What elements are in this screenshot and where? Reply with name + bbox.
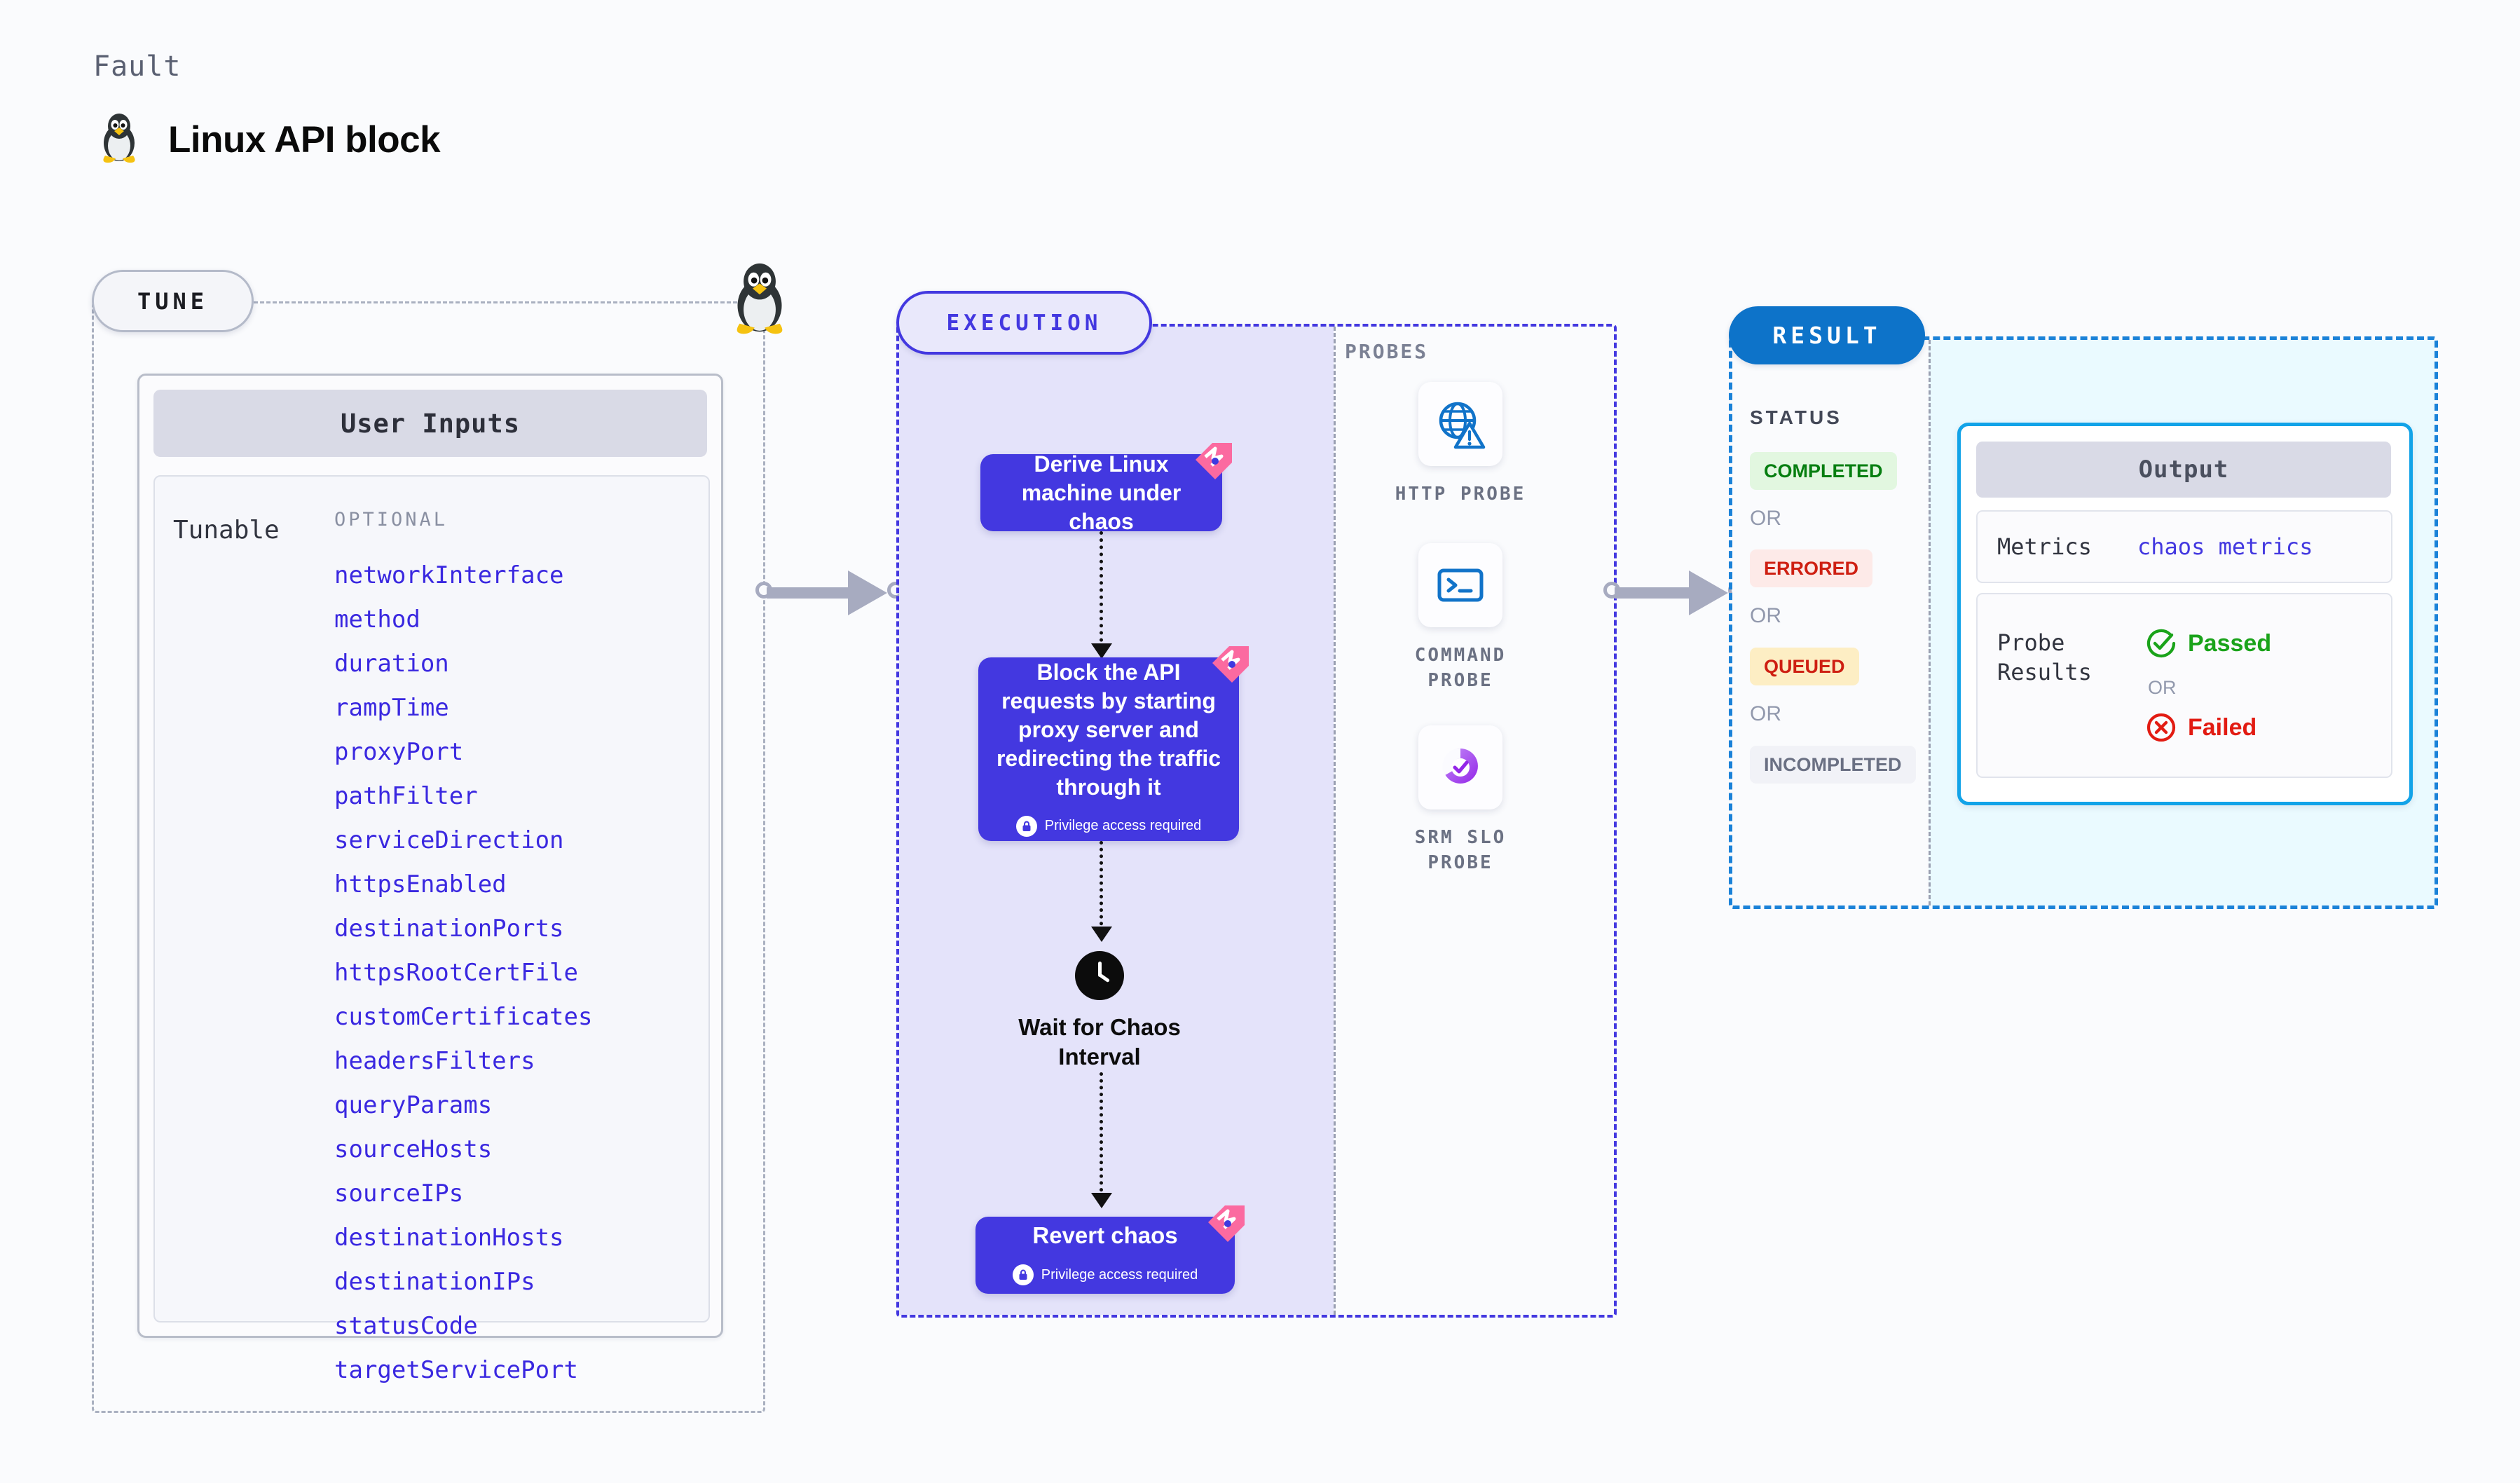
status-badge-errored: ERRORED [1750,549,1873,587]
globe-warning-icon [1418,382,1502,466]
tunable-parameter[interactable]: sourceIPs [334,1180,464,1208]
tunable-parameter[interactable]: sourceHosts [334,1135,493,1163]
probes-label: PROBES [1345,340,1429,363]
connector-bar [767,587,865,599]
tunable-parameter[interactable]: customCertificates [334,1003,593,1031]
connector-arrowhead [1689,570,1728,615]
slo-donut-check-icon [1418,725,1502,809]
x-circle-icon [2146,713,2176,742]
page-title: Linux API block [168,119,441,160]
tunable-parameter[interactable]: destinationPorts [334,915,564,943]
or-separator: OR [2148,677,2177,698]
metrics-value[interactable]: chaos metrics [2137,533,2313,560]
or-separator: OR [1750,507,1781,530]
execution-node[interactable]: Derive Linux machine under chaos [980,443,1232,534]
probe-label: SRM SLO PROBE [1414,827,1507,873]
wait-for-chaos-interval-node: Wait for Chaos Interval [1015,951,1184,1072]
execution-flow-arrow [1091,927,1112,942]
terminal-icon [1418,543,1502,627]
tunable-parameter[interactable]: headersFilters [334,1047,535,1075]
lock-icon [1012,1264,1034,1285]
tune-section-badge[interactable]: TUNE [92,270,254,332]
connector-execution-to-result [1603,568,1745,617]
execution-section-badge[interactable]: EXECUTION [896,291,1152,355]
connector-tune-to-execution [755,568,906,617]
result-status-column [1732,340,1929,905]
status-badge-queued: QUEUED [1750,648,1859,685]
tunable-parameter[interactable]: httpsEnabled [334,870,507,898]
probe-label: COMMAND PROBE [1414,645,1507,691]
execution-flow-line [1100,531,1103,649]
wait-node-label: Wait for Chaos Interval [1018,1014,1181,1069]
probe-item-http[interactable]: HTTP PROBE [1390,382,1531,507]
execution-node[interactable]: Block the API requests by starting proxy… [978,646,1249,841]
optional-label: OPTIONAL [334,509,448,531]
tunable-parameter-list: networkInterface method duration rampTime pr… [334,554,699,1393]
probe-result-failed: Failed [2146,712,2257,743]
execution-flow-arrow [1091,1193,1112,1208]
probe-item-command[interactable]: COMMAND PROBE [1390,543,1531,693]
tunable-label: Tunable [173,516,280,545]
execution-node-text: Derive Linux machine under chaos [1021,451,1182,534]
tunable-parameter[interactable]: networkInterface [334,561,564,589]
lock-icon [1015,815,1037,837]
result-column-divider [1929,340,1931,905]
execution-flow-arrow [1091,643,1112,659]
tunable-parameter[interactable]: duration [334,650,449,678]
tunable-parameter[interactable]: statusCode [334,1312,478,1340]
check-circle-icon [2146,629,2176,658]
tunable-parameter[interactable]: destinationIPs [334,1268,535,1296]
tunable-parameter[interactable]: proxyPort [334,738,464,766]
tunable-parameter[interactable]: pathFilter [334,782,478,810]
or-separator: OR [1750,604,1781,627]
page-title-row: Linux API block [98,112,441,168]
connector-bar [1615,587,1706,599]
execution-probes-divider [1334,327,1336,1315]
status-badge-completed: COMPLETED [1750,452,1897,490]
tunable-parameter[interactable]: targetServicePort [334,1356,578,1384]
probe-result-passed: Passed [2146,628,2271,659]
execution-node[interactable]: Revert chaos Privilege access required [975,1205,1245,1294]
execution-node-text: Block the API requests by starting proxy… [996,660,1221,800]
privilege-notice: Privilege access required [1015,812,1202,840]
tunable-parameter[interactable]: destinationHosts [334,1224,564,1252]
execution-node-text: Revert chaos [1032,1222,1178,1248]
privilege-notice-text: Privilege access required [1041,1267,1198,1283]
tunable-parameter[interactable]: rampTime [334,694,449,722]
result-section-badge[interactable]: RESULT [1729,306,1925,364]
fault-kicker-label: Fault [93,50,182,83]
tunable-panel: Tunable OPTIONAL networkInterface method d… [153,475,710,1384]
user-inputs-card: User Inputs Tunable OPTIONAL networkInte… [137,374,723,1384]
tunable-parameter[interactable]: httpsRootCertFile [334,959,578,987]
tux-penguin-icon [730,261,790,336]
tune-section: User Inputs Tunable OPTIONAL networkInte… [92,301,765,1413]
tunable-parameter[interactable]: queryParams [334,1091,493,1119]
status-label: STATUS [1750,406,1842,428]
clock-icon [1075,951,1124,1000]
tunable-parameter[interactable]: serviceDirection [334,826,564,854]
execution-flow-line [1100,841,1103,932]
execution-flow-line [1100,1072,1103,1198]
user-inputs-title: User Inputs [153,390,707,457]
output-title: Output [1976,442,2391,498]
metrics-row: Metrics chaos metrics [1976,510,2392,583]
tunable-parameter[interactable]: method [334,606,420,634]
status-badge-incompleted: INCOMPLETED [1750,746,1916,784]
tux-penguin-icon [98,112,140,168]
connector-arrowhead [848,570,887,615]
metrics-key: Metrics [1997,533,2092,560]
privilege-notice-text: Privilege access required [1044,818,1202,833]
probe-item-srm-slo[interactable]: SRM SLO PROBE [1390,725,1531,875]
or-separator: OR [1750,702,1781,725]
privilege-notice: Privilege access required [1012,1260,1198,1290]
probe-label: HTTP PROBE [1395,484,1526,505]
